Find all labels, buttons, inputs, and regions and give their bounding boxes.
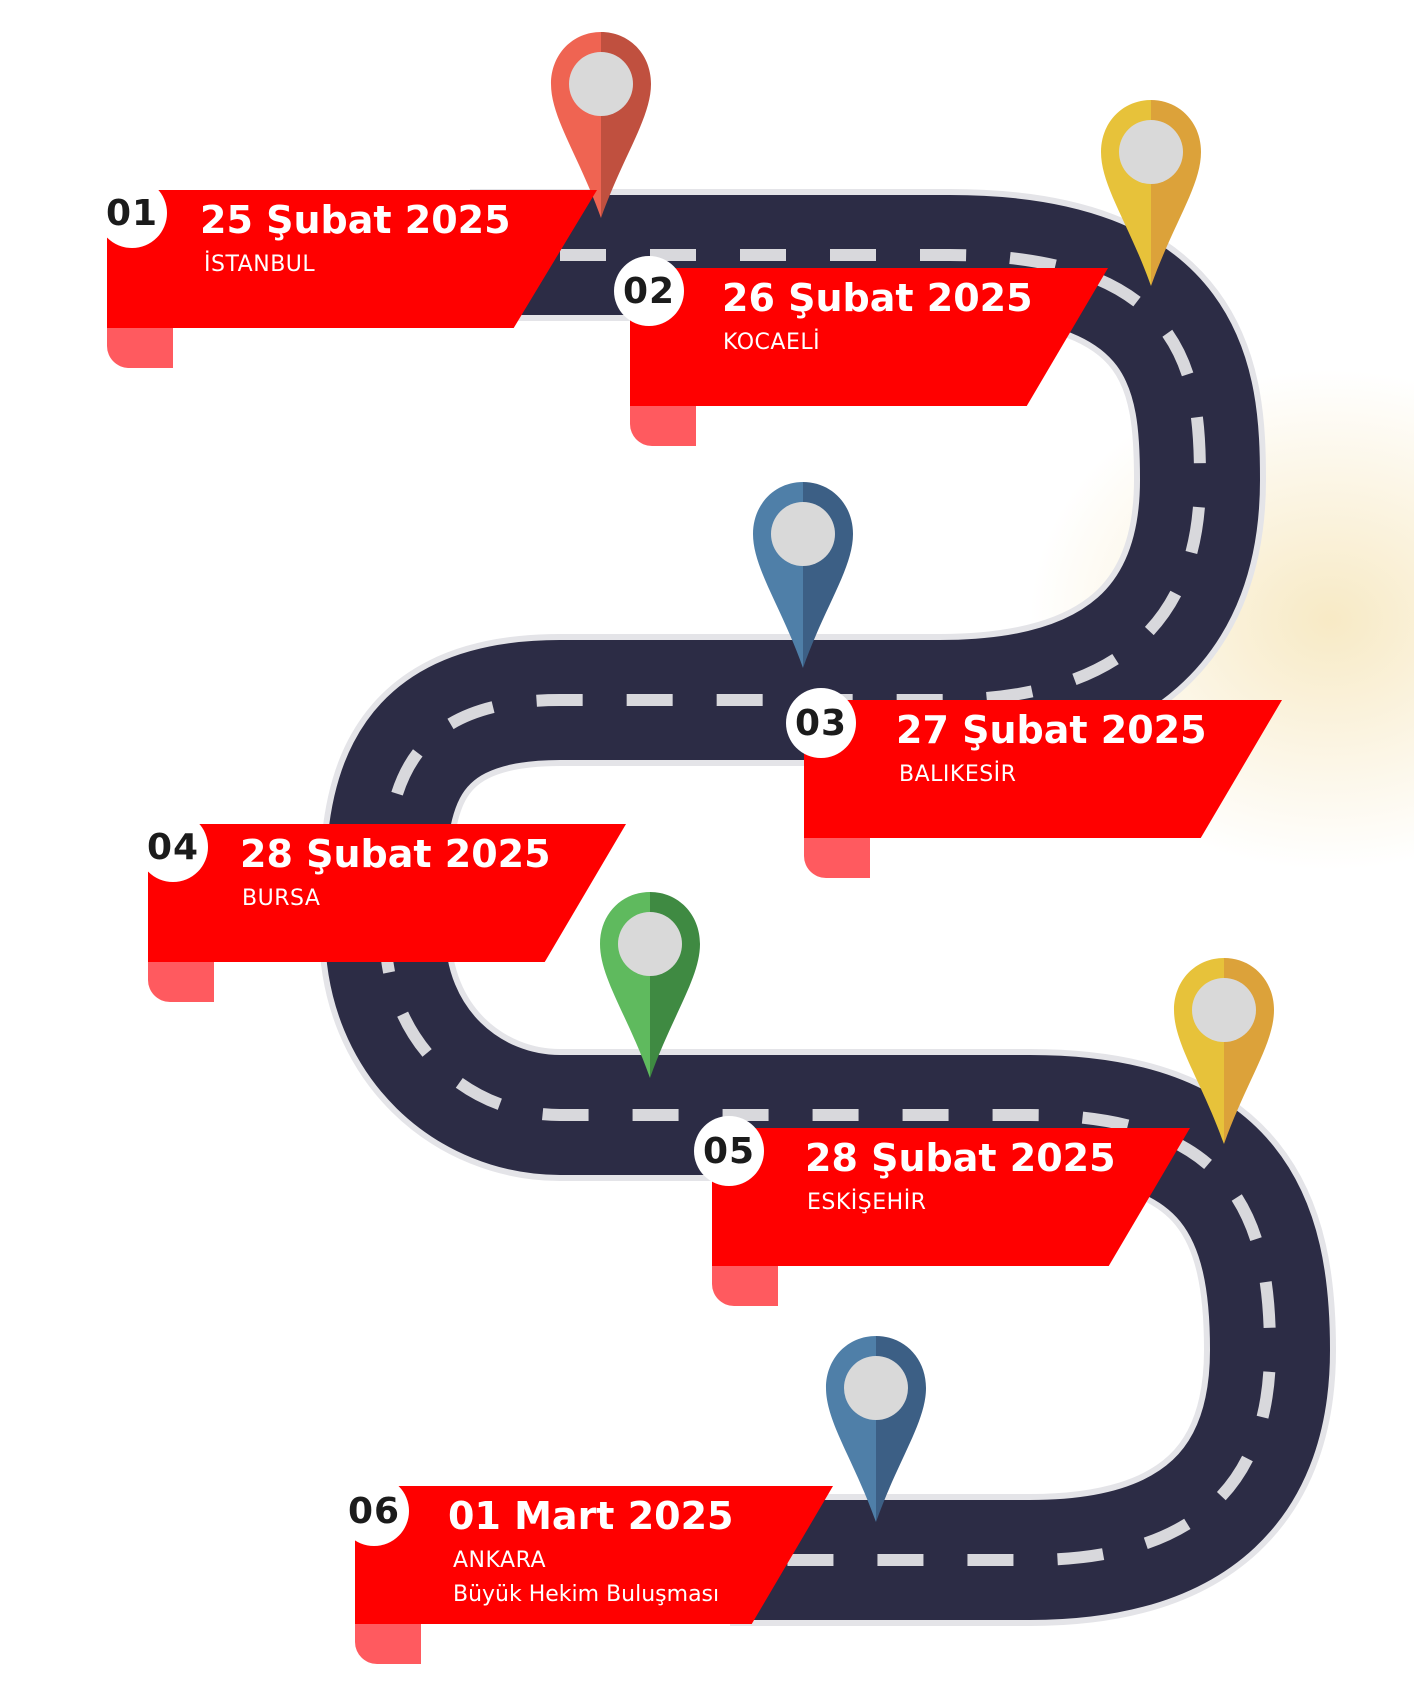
milestone-04: 04 28 Şubat 2025 BURSA bbox=[138, 812, 626, 1004]
milestone-city: ANKARA bbox=[453, 1548, 547, 1573]
ribbon-tail bbox=[712, 1266, 778, 1306]
milestone-05: 05 28 Şubat 2025 ESKİŞEHİR bbox=[694, 1116, 1190, 1308]
step-number-badge: 03 bbox=[786, 688, 856, 758]
ribbon-tail bbox=[804, 838, 870, 878]
milestone-note: Büyük Hekim Buluşması bbox=[453, 1582, 720, 1607]
milestone-date: 27 Şubat 2025 bbox=[896, 708, 1207, 752]
pins-layer bbox=[551, 32, 1274, 1522]
step-number-badge: 06 bbox=[339, 1476, 409, 1546]
ribbon bbox=[107, 190, 597, 328]
milestone-city: İSTANBUL bbox=[204, 252, 316, 277]
step-number-badge: 05 bbox=[694, 1116, 764, 1186]
ribbon bbox=[355, 1486, 833, 1624]
milestone-02: 02 26 Şubat 2025 KOCAELİ bbox=[614, 256, 1108, 448]
location-pin-icon bbox=[1174, 958, 1274, 1144]
ribbon bbox=[804, 700, 1282, 838]
milestone-city: KOCAELİ bbox=[723, 330, 821, 355]
ribbon-tail bbox=[148, 962, 214, 1002]
milestone-date: 28 Şubat 2025 bbox=[240, 832, 551, 876]
ribbon bbox=[712, 1128, 1190, 1266]
location-pin-icon bbox=[1101, 100, 1201, 286]
step-number-badge: 02 bbox=[614, 256, 684, 326]
location-pin-icon bbox=[551, 32, 651, 218]
location-pin-icon bbox=[753, 482, 853, 668]
milestone-date: 26 Şubat 2025 bbox=[722, 276, 1033, 320]
ribbon-tail bbox=[630, 406, 696, 446]
location-pin-icon bbox=[600, 892, 700, 1078]
milestone-city: ESKİŞEHİR bbox=[807, 1190, 927, 1215]
milestone-city: BALIKESİR bbox=[899, 762, 1017, 787]
milestone-06: 06 01 Mart 2025 ANKARA Büyük Hekim Buluş… bbox=[339, 1476, 833, 1666]
step-number-badge: 04 bbox=[138, 812, 208, 882]
milestone-city: BURSA bbox=[242, 886, 321, 911]
location-pin-icon bbox=[826, 1336, 926, 1522]
milestone-03: 03 27 Şubat 2025 BALIKESİR bbox=[786, 688, 1282, 880]
milestone-date: 25 Şubat 2025 bbox=[200, 198, 511, 242]
milestone-date: 01 Mart 2025 bbox=[448, 1494, 734, 1538]
milestone-01: 01 25 Şubat 2025 İSTANBUL bbox=[97, 178, 597, 370]
ribbon-tail bbox=[355, 1624, 421, 1664]
ribbon bbox=[148, 824, 626, 962]
ribbon-tail bbox=[107, 328, 173, 368]
step-number-badge: 01 bbox=[97, 178, 167, 248]
ribbon bbox=[630, 268, 1108, 406]
milestone-date: 28 Şubat 2025 bbox=[805, 1136, 1116, 1180]
